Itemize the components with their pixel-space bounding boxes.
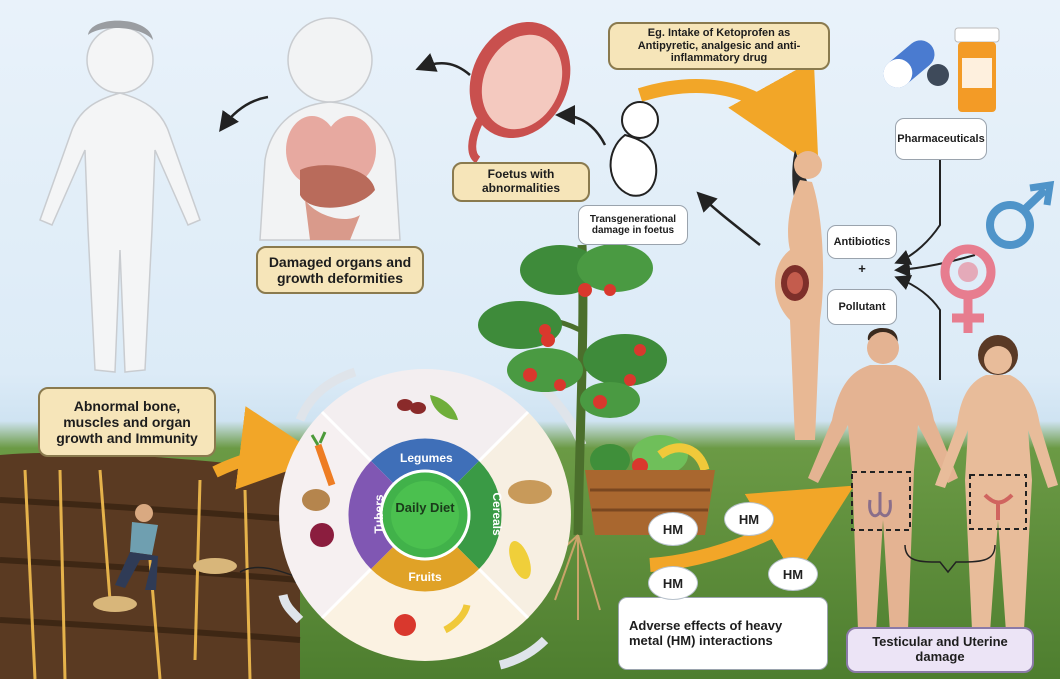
pharmaceuticals-label: Pharmaceuticals: [895, 118, 987, 160]
foetus-abnormalities-label: Foetus with abnormalities: [452, 162, 590, 202]
damaged-organs-label: Damaged organs and growth deformities: [256, 246, 424, 294]
fruits-label: Fruits: [405, 570, 445, 584]
hm-bubble: HM: [768, 557, 818, 591]
testicular-uterine-label: Testicular and Uterine damage: [846, 627, 1034, 673]
abnormal-bone-label: Abnormal bone, muscles and organ growth …: [38, 387, 216, 457]
tubers-label: Tubers: [372, 489, 386, 539]
hm-bubble: HM: [648, 566, 698, 600]
antibiotics-label: Antibiotics: [827, 225, 897, 259]
pollutant-label: Pollutant: [827, 289, 897, 325]
daily-diet-label: Daily Diet: [395, 500, 455, 515]
pill-capsule: [878, 35, 949, 94]
transgenerational-label: Transgenerational damage in foetus: [578, 205, 688, 245]
diet-wheel: [279, 369, 571, 661]
pregnant-woman: [775, 150, 823, 440]
hm-bubble: HM: [648, 512, 698, 546]
plus-sign: +: [852, 260, 872, 278]
legumes-label: Legumes: [400, 451, 450, 465]
child-figure: [40, 27, 200, 372]
adverse-effects-label: Adverse effects of heavy metal (HM) inte…: [618, 597, 828, 670]
man-figure: [808, 328, 958, 632]
pill-bottle: [955, 28, 999, 112]
ketoprofen-label: Eg. Intake of Ketoprofen as Antipyretic,…: [608, 22, 830, 70]
uterus-illustration: [451, 5, 589, 160]
foetus-figure: [611, 102, 658, 196]
hm-bubble: HM: [724, 502, 774, 536]
woman-figure: [935, 335, 1058, 632]
baby-organs-figure: [260, 18, 400, 240]
cereals-label: Cereals: [490, 489, 504, 539]
